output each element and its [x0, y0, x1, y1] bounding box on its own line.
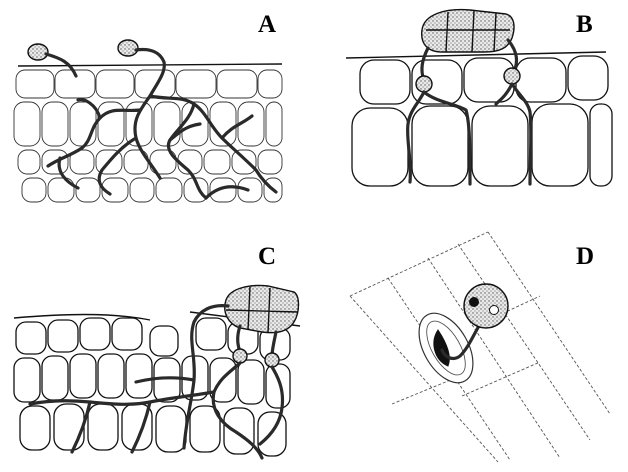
panel-a-cells [14, 70, 282, 202]
panel-a-spore-2 [118, 40, 138, 56]
panel-c-drawing [14, 286, 300, 458]
panel-d-epidermis [350, 232, 610, 462]
panel-d-drawing [350, 232, 610, 462]
panel-b-drawing [346, 10, 612, 186]
panel-a-leaf-surface [18, 64, 282, 66]
panel-c-spore [225, 286, 299, 333]
panel-b-leaf-surface [346, 52, 606, 58]
panel-a-spore-1 [28, 44, 48, 60]
panel-b-cells [352, 56, 612, 186]
panel-a-drawing [14, 40, 282, 202]
panel-b-spore [422, 10, 514, 52]
panel-c-cells [14, 318, 290, 456]
